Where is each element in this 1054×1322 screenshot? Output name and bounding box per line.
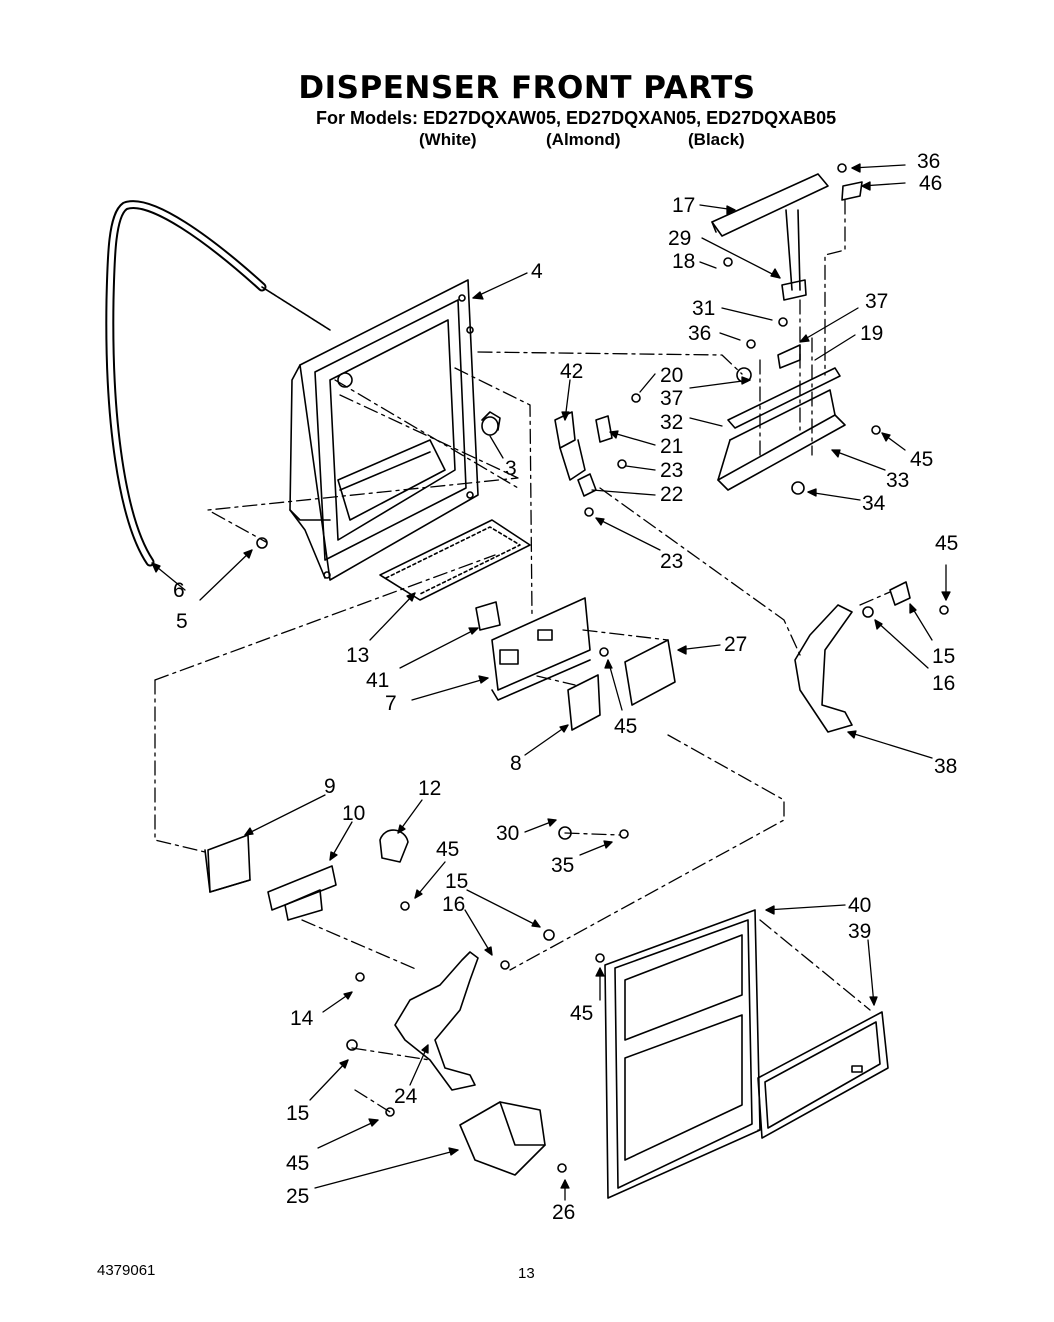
bracket-part <box>491 597 591 701</box>
tube-part <box>105 200 331 567</box>
lever-arm-38 <box>794 581 911 733</box>
bushing-part <box>481 411 501 436</box>
callout-label: 29 <box>668 227 691 250</box>
upper-right-assembly <box>711 173 863 491</box>
callout-label: 20 <box>660 364 683 387</box>
callout-label: 45 <box>286 1152 309 1175</box>
callout-label: 25 <box>286 1185 309 1208</box>
callout-label: 32 <box>660 411 683 434</box>
callout-label: 37 <box>865 290 888 313</box>
callout-label: 15 <box>286 1102 309 1125</box>
callout-label: 13 <box>346 644 369 667</box>
callout-label: 6 <box>173 579 185 602</box>
callout-label: 22 <box>660 483 683 506</box>
callout-label: 16 <box>442 893 465 916</box>
variant-almond: (Almond) <box>546 130 621 149</box>
callout-label: 38 <box>934 755 957 778</box>
page-number: 13 <box>518 1265 535 1282</box>
callout-label: 46 <box>919 172 942 195</box>
grille-part <box>379 519 531 601</box>
callout-label: 18 <box>672 250 695 273</box>
callout-label: 42 <box>560 360 583 383</box>
dispenser-housing <box>289 279 479 581</box>
callout-label: 34 <box>862 492 886 515</box>
callout-label: 17 <box>672 194 695 217</box>
paddle-part-9 <box>207 834 251 893</box>
lever-arm-24 <box>394 951 479 1091</box>
callout-label: 30 <box>496 822 519 845</box>
callout-label: 39 <box>848 920 871 943</box>
front-frame-40 <box>604 909 761 1199</box>
callout-label: 33 <box>886 469 909 492</box>
callout-label: 19 <box>860 322 883 345</box>
document-number: 4379061 <box>97 1262 156 1279</box>
callout-label: 15 <box>445 870 468 893</box>
callout-label: 23 <box>660 459 683 482</box>
callout-label: 4 <box>531 260 543 283</box>
callout-label: 26 <box>552 1201 575 1224</box>
callout-label: 35 <box>551 854 574 877</box>
hardware-fasteners <box>256 163 949 1173</box>
callout-label: 15 <box>932 645 955 668</box>
cover-plate-8 <box>567 674 601 731</box>
callout-label: 8 <box>510 752 522 775</box>
cover-plate-27 <box>624 639 676 706</box>
callout-label: 14 <box>290 1007 314 1030</box>
callout-label: 10 <box>342 802 365 825</box>
switch-assembly <box>554 411 613 497</box>
callout-label: 45 <box>436 838 459 861</box>
callout-label: 45 <box>614 715 637 738</box>
trim-panel-39 <box>757 1011 889 1139</box>
callout-label: 45 <box>570 1002 593 1025</box>
actuator-bracket-10 <box>267 829 409 921</box>
callout-label: 45 <box>910 448 933 471</box>
callout-label: 37 <box>660 387 683 410</box>
page-title: DISPENSER FRONT PARTS <box>298 70 756 106</box>
callout-label: 21 <box>660 435 683 458</box>
callout-label: 3 <box>505 457 517 480</box>
callout-label: 12 <box>418 777 441 800</box>
callout-label: 23 <box>660 550 683 573</box>
variant-white: (White) <box>419 130 477 149</box>
callout-label: 45 <box>935 532 958 555</box>
connection-lines <box>154 199 891 1131</box>
callout-label: 7 <box>385 692 397 715</box>
callout-labels: 36 46 17 29 18 31 37 36 19 4 42 20 37 21… <box>173 150 958 1224</box>
variant-black: (Black) <box>688 130 745 149</box>
callout-label: 40 <box>848 894 871 917</box>
callout-label: 5 <box>176 610 188 633</box>
callout-label: 36 <box>917 150 940 173</box>
callout-label: 9 <box>324 775 336 798</box>
callout-label: 31 <box>692 297 715 320</box>
callout-label: 41 <box>366 669 389 692</box>
callout-label: 24 <box>394 1085 418 1108</box>
chute-part-25 <box>459 1101 546 1176</box>
callout-label: 36 <box>688 322 711 345</box>
callout-label: 27 <box>724 633 747 656</box>
label-part <box>475 601 501 631</box>
leader-lines <box>151 163 951 1201</box>
callout-label: 16 <box>932 672 955 695</box>
model-numbers: For Models: ED27DQXAW05, ED27DQXAN05, ED… <box>316 108 837 128</box>
